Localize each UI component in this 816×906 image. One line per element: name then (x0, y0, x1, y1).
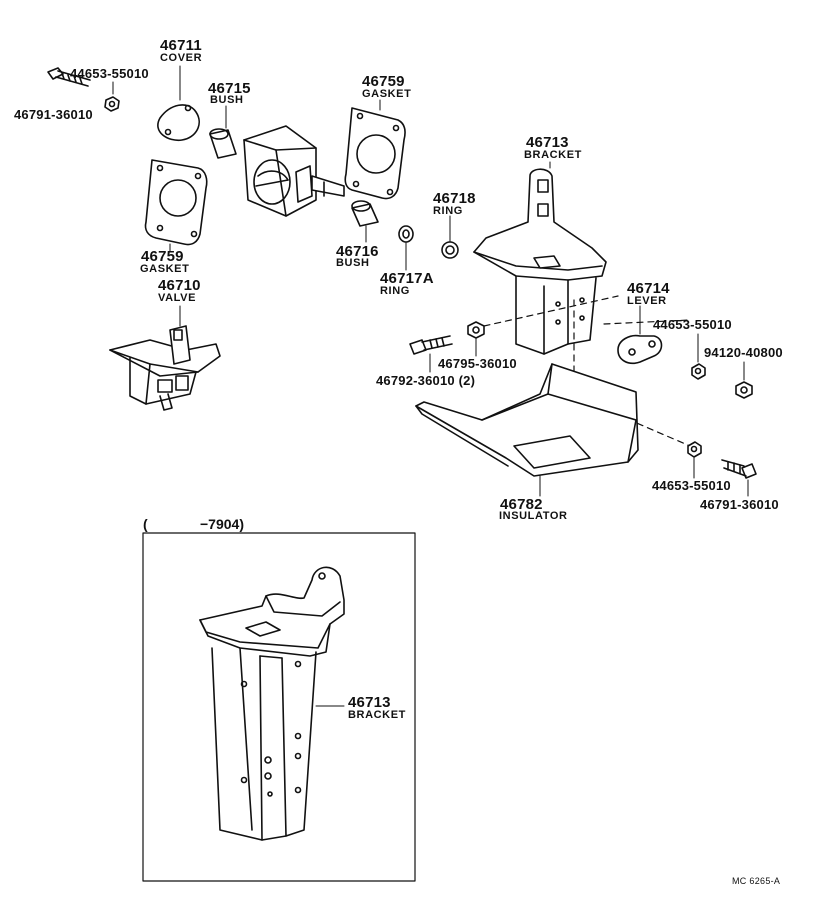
part-number-46759-left: 46759 (141, 248, 184, 265)
nut-44653-right (691, 333, 706, 380)
part-number-46713-inset: 46713 (348, 694, 391, 711)
part-number-46782: 46782 (500, 496, 543, 513)
gasket-46759-right (344, 99, 406, 200)
ring-46718 (441, 215, 459, 259)
part-name-bracket-top: BRACKET (524, 149, 582, 161)
part-number-46714: 46714 (627, 280, 670, 297)
part-number-46716: 46716 (336, 243, 379, 260)
part-number-46713-top: 46713 (526, 134, 569, 151)
part-number-46791-top: 46791-36010 (14, 107, 93, 122)
alignment-lines (483, 295, 691, 447)
part-name-insulator: INSULATOR (499, 510, 568, 522)
part-number-46759-right: 46759 (362, 73, 405, 90)
part-number-44653-right: 44653-55010 (653, 317, 732, 332)
bush-46716 (351, 200, 379, 243)
reference-code: MC 6265-A (732, 876, 781, 886)
part-number-44653-bottom: 44653-55010 (652, 478, 731, 493)
part-number-46711: 46711 (160, 37, 202, 54)
inset-note-open: ( (143, 516, 148, 532)
part-number-46791-bottom: 46791-36010 (700, 497, 779, 512)
nut-44653-top (104, 96, 120, 112)
part-number-46710: 46710 (158, 277, 201, 294)
nut-94120 (735, 361, 753, 399)
part-name-bush-top: BUSH (210, 94, 244, 106)
part-number-46717a: 46717A (380, 270, 434, 287)
ring-46717a (398, 225, 414, 271)
part-name-valve: VALVE (158, 292, 197, 304)
valve-body (243, 125, 345, 217)
bracket-46713-inset (199, 566, 345, 841)
part-number-46715: 46715 (208, 80, 251, 97)
part-name-bush-bottom: BUSH (336, 257, 370, 269)
inset-note-range: −7904) (200, 516, 244, 532)
bolt-46791-bottom (721, 459, 757, 497)
part-name-bracket-inset: BRACKET (348, 709, 406, 721)
insulator-46782 (415, 363, 639, 497)
part-name-ring-46717a: RING (380, 285, 410, 297)
gasket-46759-left (144, 159, 208, 253)
nut-46795 (467, 321, 485, 357)
part-name-ring-46718: RING (433, 205, 463, 217)
cover-46711 (157, 65, 200, 142)
part-name-gasket-left: GASKET (140, 263, 190, 275)
part-number-44653-top: 44653-55010 (70, 66, 149, 81)
part-name-cover: COVER (160, 52, 203, 64)
part-number-94120: 94120-40800 (704, 345, 783, 360)
valve-46710 (109, 305, 221, 411)
part-number-46718: 46718 (433, 190, 476, 207)
lever-46714 (617, 305, 663, 365)
inset-frame (142, 532, 416, 882)
bolt-46791-top (47, 67, 91, 87)
bolt-46792 (409, 335, 453, 373)
part-number-46795: 46795-36010 (438, 356, 517, 371)
part-name-lever: LEVER (627, 295, 667, 307)
nut-44653-bottom (687, 441, 702, 479)
bush-46715 (209, 105, 237, 159)
part-number-46792: 46792-36010 (2) (376, 373, 476, 388)
part-name-gasket-right: GASKET (362, 88, 412, 100)
bracket-46713-top (473, 161, 607, 355)
